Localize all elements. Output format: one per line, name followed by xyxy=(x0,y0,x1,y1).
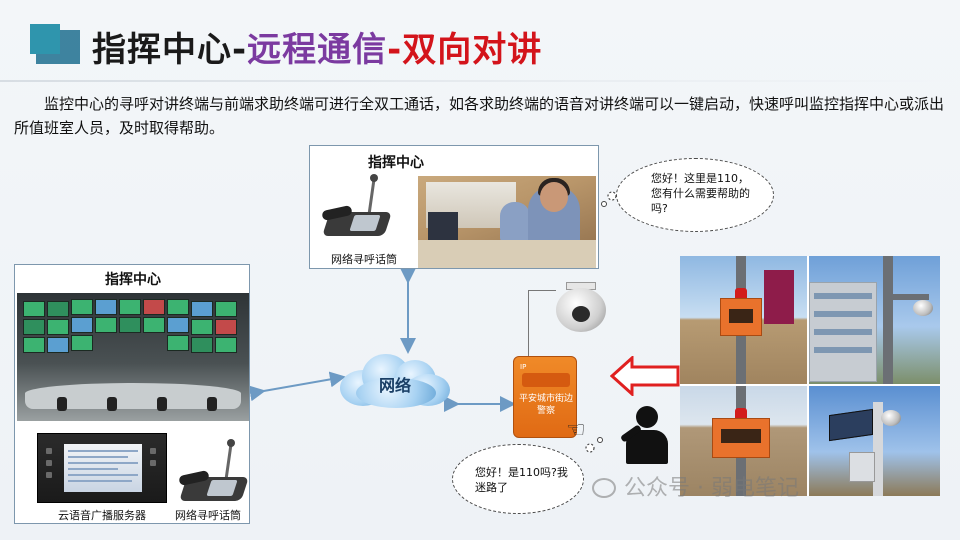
command-center-panel-left: 指挥中心 xyxy=(14,264,250,524)
terminal-photo-solar-pole xyxy=(809,386,940,496)
wechat-icon xyxy=(592,478,616,498)
paging-microphone-icon xyxy=(326,188,396,248)
command-center-panel-top: 指挥中心 网络寻呼话筒 xyxy=(309,145,599,269)
big-arrow-left-icon xyxy=(610,356,680,396)
terminal-display xyxy=(522,373,570,387)
page-title: 指挥中心-远程通信-双向对讲 xyxy=(92,22,542,71)
operator-speech-text: 您好！这里是110，您有什么需要帮助的吗? xyxy=(651,171,751,216)
title-accent-square-front xyxy=(30,24,60,54)
person-calling-icon xyxy=(618,404,674,468)
title-part-intercom: -双向对讲 xyxy=(387,30,542,70)
watermark: 公众号 · 弱电笔记 xyxy=(592,470,799,502)
network-cloud-icon: 网络 xyxy=(340,352,450,410)
video-wall-photo xyxy=(17,293,249,421)
title-part-command-center: 指挥中心- xyxy=(92,30,247,70)
terminal-photo-banner-street xyxy=(680,256,807,384)
terminal-logo: IP xyxy=(520,363,526,371)
dome-camera-icon xyxy=(556,282,606,332)
caller-speech-text: 您好！是110吗?我迷路了 xyxy=(475,465,569,495)
title-part-remote-comm: 远程通信 xyxy=(247,30,387,70)
terminal-photo-building-camera xyxy=(809,256,940,384)
paging-microphone-icon-left xyxy=(183,453,253,509)
watermark-text: 公众号 · 弱电笔记 xyxy=(624,476,799,501)
field-terminals-photo-grid xyxy=(680,256,940,496)
cloud-broadcast-server-icon xyxy=(37,433,167,503)
hand-pointing-icon: ☜ xyxy=(566,418,586,443)
network-label: 网络 xyxy=(340,372,450,396)
operator-photo xyxy=(418,176,596,268)
camera-connector-line-vertical xyxy=(528,290,529,356)
intro-paragraph: 监控中心的寻呼对讲终端与前端求助终端可进行全双工通话，如各求助终端的语音对讲终端… xyxy=(14,92,944,140)
terminal-text: 平安城市街边警察 xyxy=(518,393,574,417)
server-caption: 云语音广播服务器 xyxy=(27,507,177,523)
speech-bubble-operator: 您好！这里是110，您有什么需要帮助的吗? xyxy=(616,158,774,232)
camera-connector-line xyxy=(528,290,556,291)
left-phone-caption: 网络寻呼话筒 xyxy=(165,507,251,523)
top-phone-caption: 网络寻呼话筒 xyxy=(314,251,414,267)
header-divider xyxy=(0,80,960,82)
speech-bubble-caller: 您好！是110吗?我迷路了 xyxy=(452,444,584,514)
left-panel-title: 指挥中心 xyxy=(15,269,251,289)
top-panel-title: 指挥中心 xyxy=(368,152,424,172)
